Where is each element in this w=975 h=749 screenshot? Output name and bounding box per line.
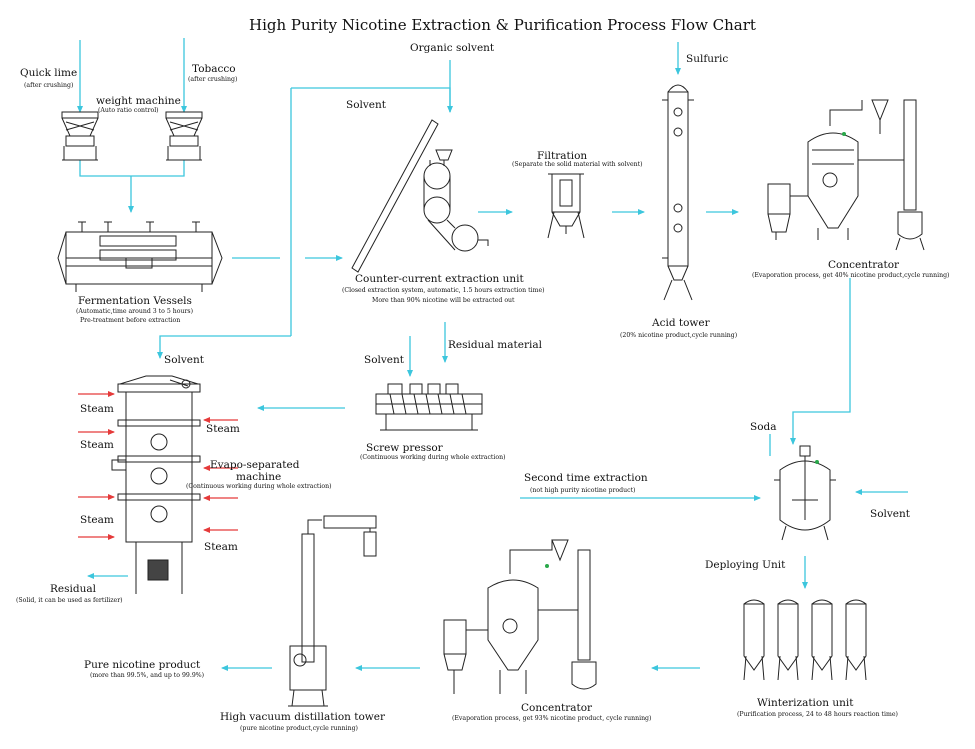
concentrator-bottom-note: (Evaporation process, get 93% nicotine p… (452, 715, 652, 722)
pure-nicotine-note: (more than 99.5%, and up to 99.9%) (90, 672, 205, 679)
filtration-note: (Separate the solid material with solven… (512, 161, 643, 168)
residual-note: (Solid, it can be used as fertilizer) (16, 597, 123, 604)
fermentation-vessel-drawing (57, 221, 223, 292)
concentrator-bottom-label: Concentrator (521, 702, 593, 714)
fermentation-note: (Automatic,time around 3 to 5 hours) (76, 308, 193, 315)
winterization-drawing (743, 599, 867, 681)
quick-lime-label: Quick lime (20, 67, 78, 79)
flow-conc-to-deploy (790, 278, 851, 445)
deploying-label: Deploying Unit (705, 559, 786, 571)
distillation-drawing (288, 515, 377, 707)
quick-lime-note: (after crushing) (24, 82, 74, 89)
evapo-label: Evapo-separated (210, 459, 300, 471)
solvent-top-label: Solvent (346, 99, 387, 111)
steam-label-1: Steam (80, 403, 114, 415)
steam-label-5: Steam (204, 541, 238, 553)
screw-pressor-note: (Continuous working during whole extract… (360, 454, 506, 461)
solvent-mid-label: Solvent (164, 354, 205, 366)
steam-label-4: Steam (206, 423, 240, 435)
fermentation-note-2: Pre-treatment before extraction (80, 317, 181, 324)
second-extraction-note: (not high purity nicotine product) (530, 487, 636, 494)
concentrator-top-note: (Evaporation process, get 40% nicotine p… (752, 272, 950, 279)
winterization-note: (Purification process, 24 to 48 hours re… (737, 711, 898, 718)
tobacco-label: Tobacco (192, 63, 236, 75)
fermentation-label: Fermentation Vessels (78, 295, 192, 307)
steam-arrows (78, 391, 238, 540)
concentrator-top-drawing (767, 99, 925, 251)
weight-machine-left (61, 111, 99, 161)
flow-lines (77, 38, 908, 671)
pure-nicotine-label: Pure nicotine product (84, 659, 201, 671)
weight-machine-note: (Auto ratio control) (98, 107, 159, 114)
residual-material-label: Residual material (448, 339, 542, 351)
tobacco-note: (after crushing) (188, 76, 238, 83)
chart-title: High Purity Nicotine Extraction & Purifi… (249, 16, 756, 34)
concentrator-top-label: Concentrator (828, 259, 900, 271)
flow-weight-join (79, 160, 185, 212)
extraction-note: (Closed extraction system, automatic, 1.… (342, 287, 545, 294)
screw-pressor-label: Screw pressor (366, 442, 443, 454)
concentrator-bottom-drawing (443, 539, 597, 694)
solvent-right-label: Solvent (870, 508, 911, 520)
residual-label: Residual (50, 583, 96, 595)
evapo-label-2: machine (236, 471, 282, 483)
screw-pressor-drawing (375, 383, 483, 431)
extraction-note-2: More than 90% nicotine will be extracted… (372, 297, 515, 304)
filtration-drawing (547, 173, 585, 239)
sulfuric-label: Sulfuric (686, 53, 729, 65)
weight-machine-right (165, 111, 203, 161)
organic-solvent-label: Organic solvent (410, 42, 495, 54)
winterization-label: Winterization unit (757, 697, 854, 709)
flow-solvent-evapo (157, 335, 291, 359)
extraction-label: Counter-current extraction unit (355, 273, 524, 285)
evapo-note: (Continuous working during whole extract… (186, 483, 332, 490)
extraction-unit-drawing (351, 119, 489, 273)
second-extraction-label: Second time extraction (524, 472, 648, 484)
accent-marks (545, 132, 846, 568)
acid-tower-note: (20% nicotine product,cycle running) (620, 332, 738, 339)
acid-tower-label: Acid tower (652, 317, 710, 329)
filtration-label: Filtration (537, 150, 588, 162)
soda-label: Soda (750, 421, 777, 433)
distillation-note: (pure nicotine product,cycle running) (240, 725, 358, 732)
distillation-label: High vacuum distillation tower (220, 711, 386, 723)
acid-tower-drawing (662, 84, 694, 301)
deploying-unit-drawing (774, 445, 836, 541)
steam-label-2: Steam (80, 439, 114, 451)
weight-machine-label: weight machine (96, 95, 181, 107)
steam-label-3: Steam (80, 514, 114, 526)
solvent-screw-label: Solvent (364, 354, 405, 366)
evapo-machine-drawing (111, 375, 201, 594)
